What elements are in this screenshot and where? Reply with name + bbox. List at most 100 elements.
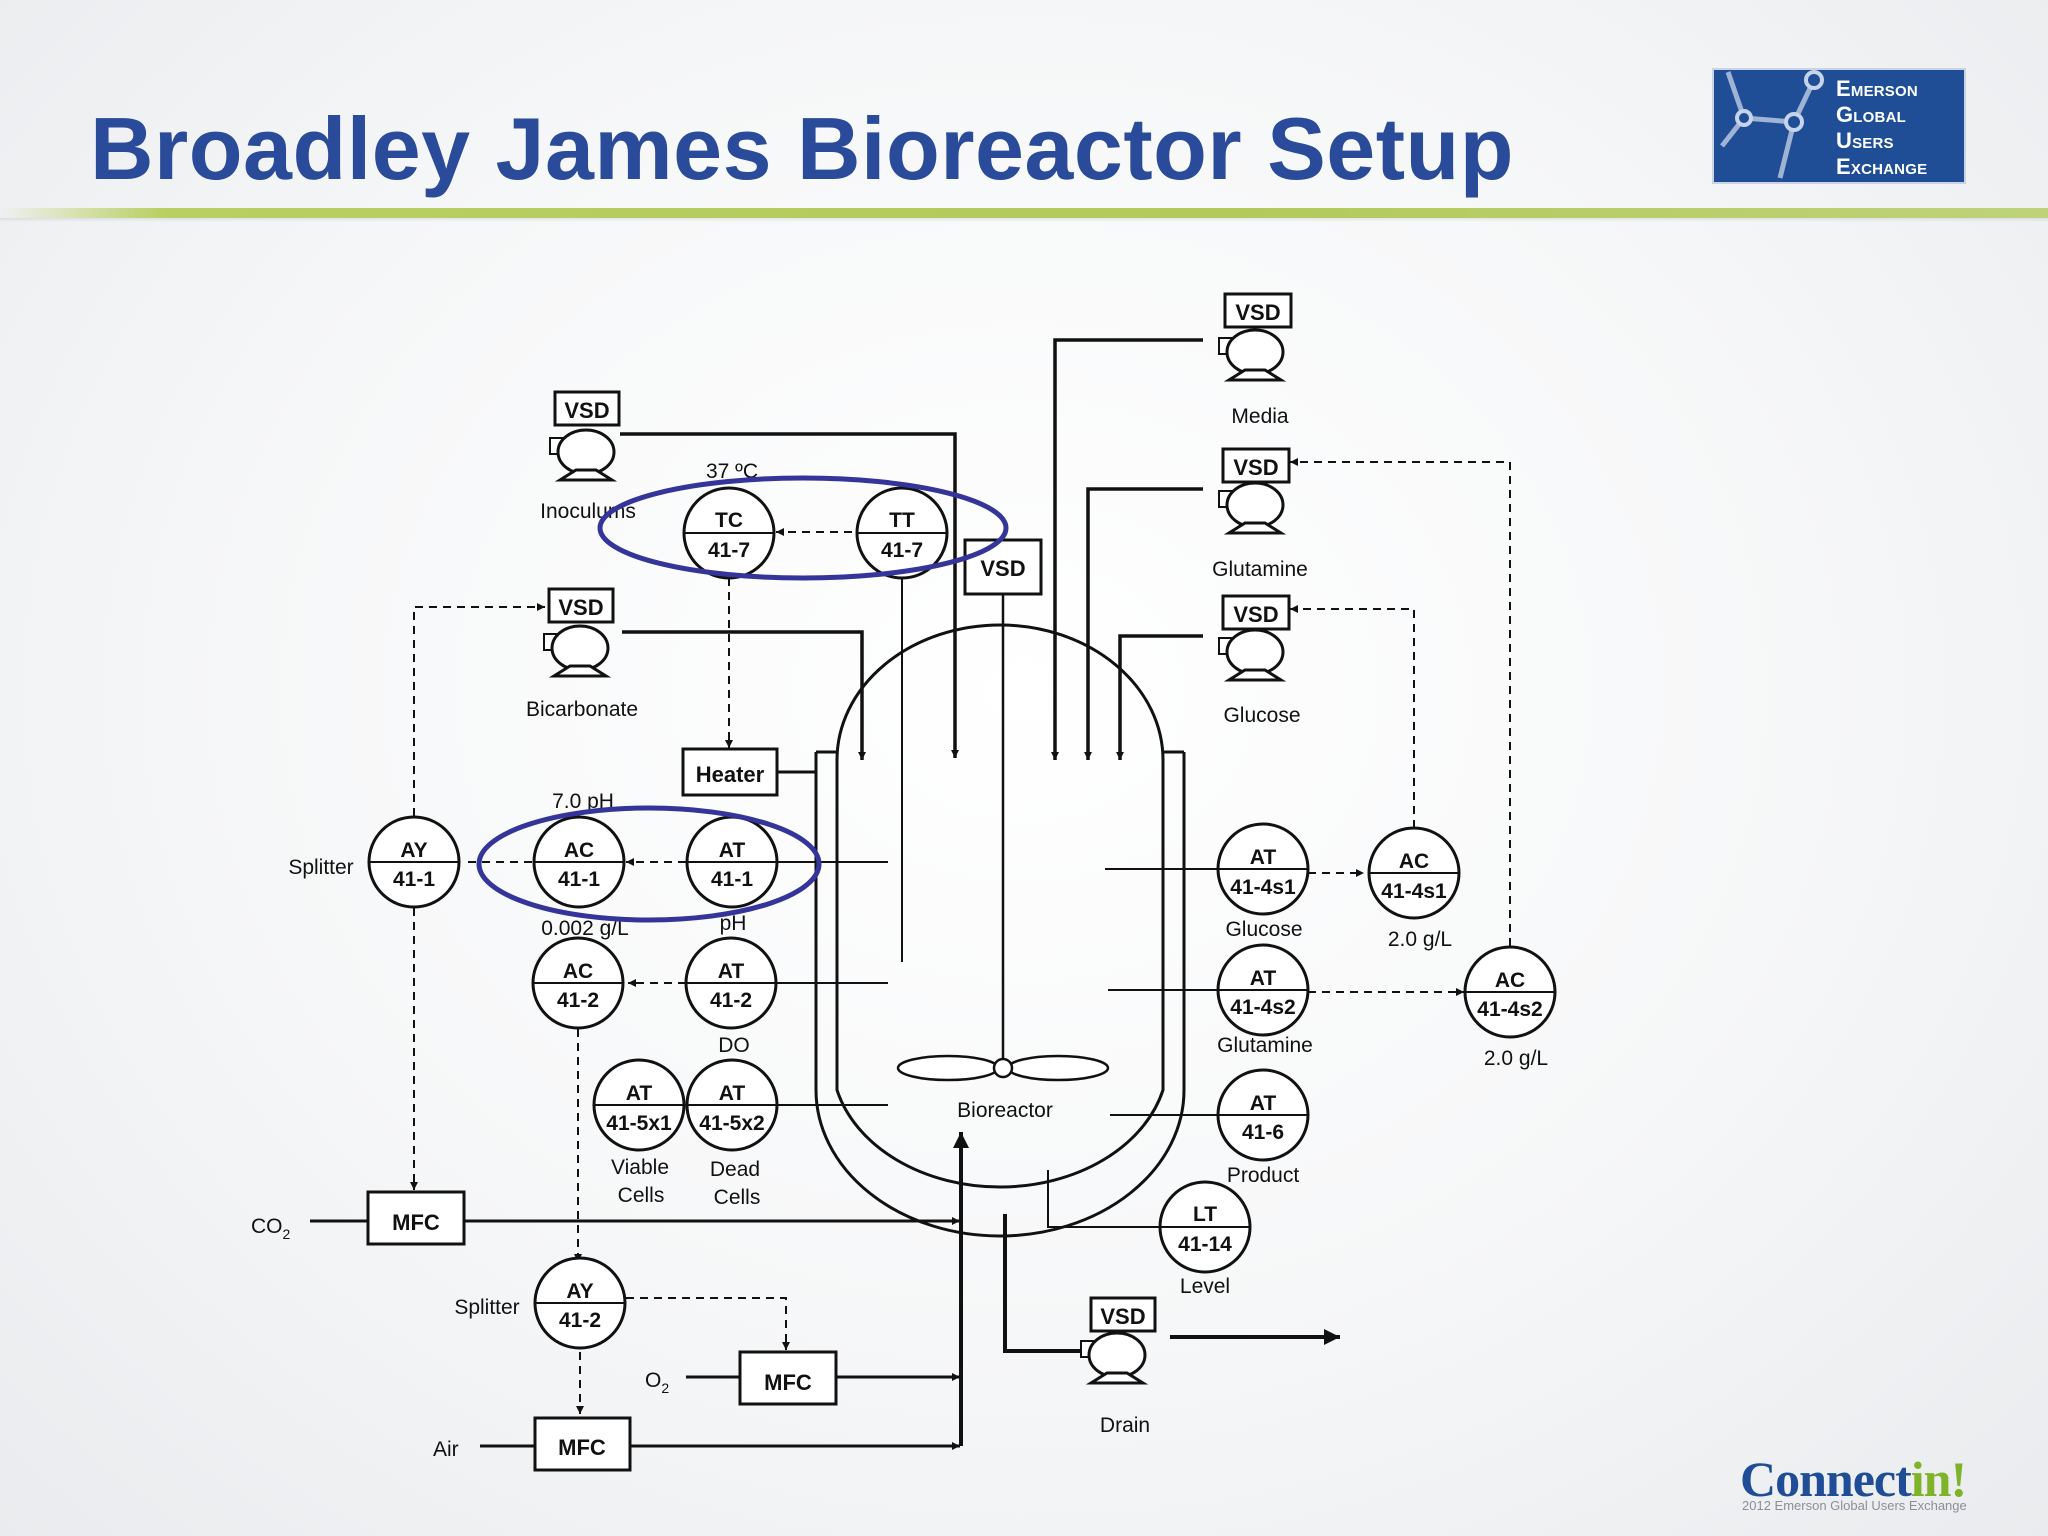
slide-title: Broadley James Bioreactor Setup	[90, 99, 1515, 198]
signal-lines	[410, 458, 1511, 1414]
mfc-air: MFC	[533, 1416, 632, 1472]
svg-text:41-7: 41-7	[708, 539, 750, 562]
svg-text:41-5x1: 41-5x1	[606, 1112, 672, 1135]
svg-text:AT: AT	[626, 1082, 653, 1105]
instrument-ay-41-2: AY 41-2	[533, 1256, 627, 1350]
network-node-icon	[1720, 70, 1824, 179]
instrument-at-41-2: AT 41-2	[684, 936, 778, 1030]
svg-text:Heater: Heater	[696, 762, 765, 787]
svg-text:AC: AC	[1495, 969, 1525, 992]
svg-text:AT: AT	[1250, 846, 1277, 869]
measurement-lines	[774, 861, 1218, 1228]
bioreactor-vessel	[814, 623, 1186, 1238]
svg-text:LT: LT	[1193, 1203, 1217, 1226]
highlight-temperature-loop	[597, 475, 1009, 581]
svg-text:TT: TT	[889, 509, 915, 532]
svg-text:AY: AY	[400, 839, 427, 862]
svg-text:Drain: Drain	[1100, 1414, 1150, 1437]
instrument-ay-41-1: AY 41-1	[367, 815, 461, 909]
svg-text:AT: AT	[719, 839, 746, 862]
svg-text:AY: AY	[566, 1280, 593, 1303]
instrument-ac-41-4s1: AC 41-4s1	[1367, 826, 1461, 920]
connectin-logo-accent: in!	[1910, 1451, 1967, 1507]
svg-text:41-4s2: 41-4s2	[1477, 998, 1542, 1021]
product-label: Product	[1227, 1164, 1300, 1187]
svg-text:41-1: 41-1	[558, 868, 600, 891]
svg-text:AC: AC	[564, 839, 594, 862]
instrument-at-41-1: AT 41-1	[685, 815, 779, 909]
viable-cells-label-1: Viable	[611, 1156, 669, 1179]
glutamine-at-label: Glutamine	[1217, 1034, 1313, 1057]
connectin-logo-main: Connect	[1740, 1451, 1912, 1507]
svg-text:VSD: VSD	[558, 595, 603, 620]
mfc-co2: MFC	[366, 1190, 466, 1246]
svg-text:VSD: VSD	[1233, 455, 1278, 480]
dead-cells-label-1: Dead	[710, 1158, 760, 1181]
instrument-lt-41-14: LT 41-14	[1158, 1180, 1252, 1274]
pump-drain: VSD Drain	[1079, 1296, 1157, 1437]
svg-text:VSD: VSD	[980, 556, 1025, 581]
svg-text:41-2: 41-2	[559, 1309, 601, 1332]
emerson-logo: Emerson Global Users Exchange	[1712, 68, 1966, 184]
instrument-ac-41-1: AC 41-1	[532, 815, 626, 909]
svg-text:VSD: VSD	[1235, 300, 1280, 325]
logo-line-3: Users	[1836, 128, 1894, 153]
svg-text:AT: AT	[718, 960, 745, 983]
drain-line	[1003, 1214, 1340, 1353]
instrument-at-41-5x2: AT 41-5x2	[685, 1058, 779, 1152]
title-divider-shadow	[0, 218, 2048, 222]
air-label: Air	[433, 1438, 459, 1461]
logo-line-2: Global	[1836, 102, 1906, 127]
dead-cells-label-2: Cells	[714, 1186, 761, 1209]
pump-media: VSD Media	[1217, 292, 1293, 428]
svg-text:Media: Media	[1231, 405, 1289, 428]
instrument-tc-41-7: TC 41-7	[682, 486, 776, 580]
agitator-vsd: VSD	[963, 538, 1043, 596]
svg-text:41-1: 41-1	[711, 868, 753, 891]
ph-setpoint-label: 7.0 pH	[552, 790, 614, 813]
impeller	[896, 578, 1110, 1082]
do-label: DO	[718, 1034, 750, 1057]
glutamine-setpoint-label: 2.0 g/L	[1484, 1047, 1548, 1070]
viable-cells-label-2: Cells	[618, 1184, 665, 1207]
svg-text:TC: TC	[715, 509, 743, 532]
pump-glucose: VSD Glucose	[1217, 594, 1301, 727]
logo-line-4: Exchange	[1836, 154, 1928, 179]
instrument-ac-41-4s2: AC 41-4s2	[1463, 945, 1557, 1039]
instrument-tt-41-7: TT 41-7	[855, 486, 949, 580]
svg-text:41-7: 41-7	[881, 539, 923, 562]
svg-text:VSD: VSD	[1100, 1304, 1145, 1329]
svg-text:Bicarbonate: Bicarbonate	[526, 698, 638, 721]
svg-text:AT: AT	[719, 1082, 746, 1105]
instrument-at-41-5x1: AT 41-5x1	[592, 1058, 686, 1152]
ph-label: pH	[720, 912, 747, 935]
svg-text:41-5x2: 41-5x2	[699, 1112, 764, 1135]
splitter-2-label: Splitter	[454, 1296, 519, 1319]
co2-label: CO2	[251, 1215, 291, 1242]
instrument-at-41-4s1: AT 41-4s1	[1216, 822, 1310, 916]
instrument-at-41-6: AT 41-6	[1216, 1068, 1310, 1162]
level-label: Level	[1180, 1275, 1230, 1298]
svg-text:AC: AC	[563, 960, 593, 983]
footer-caption: 2012 Emerson Global Users Exchange	[1742, 1498, 1967, 1513]
pump-inoculums: VSD Inoculums	[540, 390, 636, 523]
highlight-ph-loop	[476, 805, 822, 923]
svg-text:VSD: VSD	[564, 398, 609, 423]
bioreactor-label: Bioreactor	[957, 1099, 1053, 1122]
svg-text:41-2: 41-2	[710, 989, 752, 1012]
gas-lines	[310, 1217, 960, 1450]
glucose-setpoint-label: 2.0 g/L	[1388, 928, 1452, 951]
svg-text:AC: AC	[1399, 850, 1429, 873]
svg-text:41-6: 41-6	[1242, 1121, 1284, 1144]
svg-text:AT: AT	[1250, 967, 1277, 990]
svg-text:MFC: MFC	[558, 1435, 606, 1460]
logo-line-1: Emerson	[1836, 76, 1918, 101]
svg-text:41-4s1: 41-4s1	[1230, 876, 1296, 899]
svg-text:VSD: VSD	[1233, 602, 1278, 627]
heater-box: Heater	[681, 747, 816, 797]
glucose-at-label: Glucose	[1225, 918, 1302, 941]
pump-glutamine: VSD Glutamine	[1212, 447, 1308, 581]
svg-text:Glucose: Glucose	[1223, 704, 1300, 727]
svg-text:41-1: 41-1	[393, 868, 435, 891]
